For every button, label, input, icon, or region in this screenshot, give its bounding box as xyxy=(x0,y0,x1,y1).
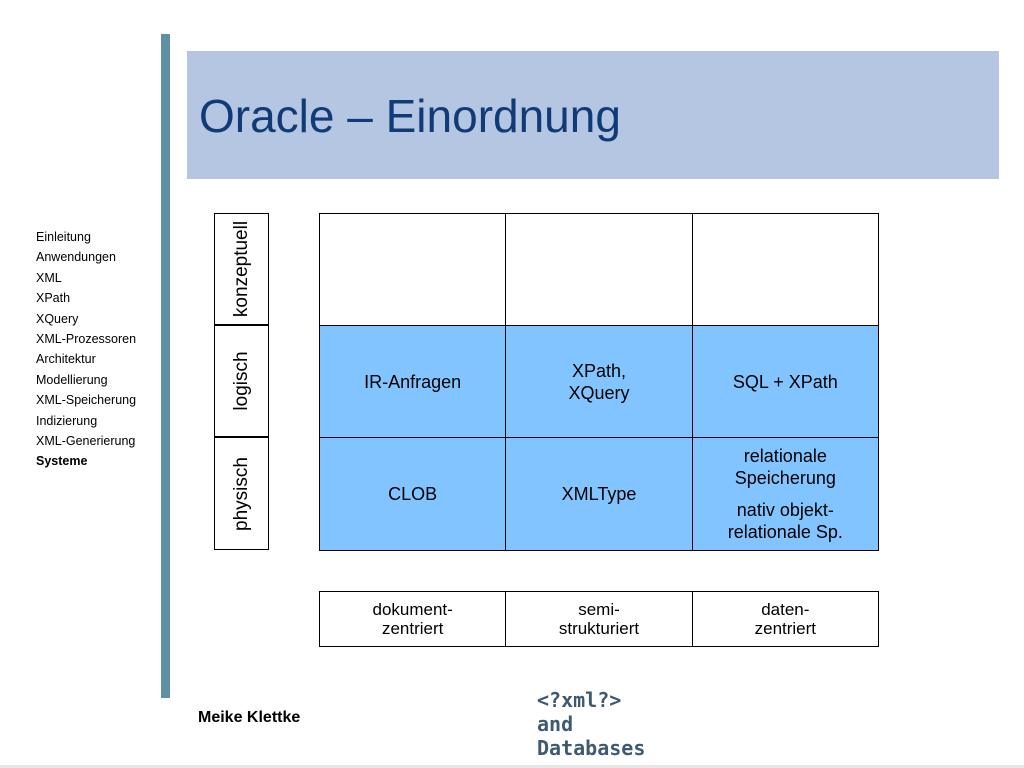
grid-cell xyxy=(318,213,507,326)
vertical-accent-bar xyxy=(161,34,170,698)
title-band: Oracle – Einordnung xyxy=(187,51,999,179)
grid-cell xyxy=(691,213,880,326)
classification-grid: IR-Anfragen XPath, XQuery SQL + XPath CL… xyxy=(318,213,880,551)
slide-title: Oracle – Einordnung xyxy=(199,90,621,142)
grid-cell-xpath-xquery: XPath, XQuery xyxy=(505,325,693,438)
level-cell-konzeptuell: konzeptuell xyxy=(214,213,269,325)
level-label-konzeptuell: konzeptuell xyxy=(230,220,252,318)
nav-item-xml-prozessoren[interactable]: XML-Prozessoren xyxy=(36,332,137,347)
nativ-objekt-text: nativ objekt- relationale Sp. xyxy=(727,500,843,542)
grid-cell-sql-xpath: SQL + XPath xyxy=(691,325,880,438)
nav-item-xml-generierung[interactable]: XML-Generierung xyxy=(36,434,136,449)
author-name: Meike Klettke xyxy=(198,709,301,726)
footer-divider xyxy=(0,765,1024,768)
nav-item-architektur[interactable]: Architektur xyxy=(36,352,96,367)
nav-item-modellierung[interactable]: Modellierung xyxy=(36,372,108,387)
data-type-axis: dokument- zentriert semi- strukturiert d… xyxy=(318,591,880,647)
nav-item-xpath[interactable]: XPath xyxy=(36,291,71,306)
navigation-list: Einleitung Anwendungen XML XPath XQuery … xyxy=(36,227,136,472)
level-cell-physisch: physisch xyxy=(214,437,269,550)
axis-cell-dokument: dokument- zentriert xyxy=(318,591,507,647)
nav-item-xml[interactable]: XML xyxy=(36,270,62,285)
nav-item-indizierung[interactable]: Indizierung xyxy=(36,413,98,428)
nav-item-xquery[interactable]: XQuery xyxy=(36,311,79,326)
nav-item-anwendungen[interactable]: Anwendungen xyxy=(36,250,116,265)
nav-item-einleitung[interactable]: Einleitung xyxy=(36,230,91,244)
relationale-speicherung-text: relationale Speicherung xyxy=(734,446,836,488)
grid-row-physisch: CLOB XMLType relationale Speicherung nat… xyxy=(318,437,880,551)
level-label-logisch: logisch xyxy=(230,351,252,411)
level-cell-logisch: logisch xyxy=(214,325,269,437)
xml-databases-logo: <?xml?> and Databases xyxy=(537,688,646,760)
nav-item-systeme[interactable]: Systeme xyxy=(36,454,88,469)
grid-row-konzeptuell xyxy=(318,213,880,326)
grid-cell-xmltype: XMLType xyxy=(505,437,693,551)
axis-cell-daten: daten- zentriert xyxy=(691,591,880,647)
grid-row-logisch: IR-Anfragen XPath, XQuery SQL + XPath xyxy=(318,325,880,438)
axis-cell-semi: semi- strukturiert xyxy=(505,591,693,647)
nav-item-xml-speicherung[interactable]: XML-Speicherung xyxy=(36,393,137,408)
grid-cell-speicherung: relationale Speicherung nativ objekt- re… xyxy=(691,437,880,551)
grid-cell-ir-anfragen: IR-Anfragen xyxy=(318,325,507,438)
grid-cell xyxy=(505,213,693,326)
level-label-physisch: physisch xyxy=(230,456,252,531)
grid-cell-clob: CLOB xyxy=(318,437,507,551)
